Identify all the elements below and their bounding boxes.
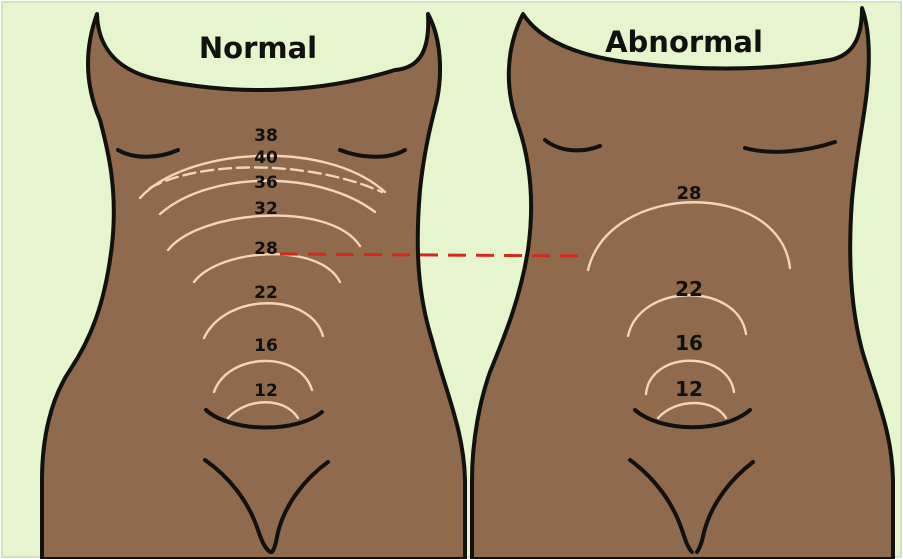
abnormal-label-16: 16 — [675, 331, 703, 355]
abnormal-title: Abnormal — [605, 25, 763, 59]
abnormal-label-12: 12 — [675, 377, 703, 401]
normal-label-22: 22 — [254, 283, 278, 303]
normal-label-12: 12 — [254, 381, 278, 401]
normal-label-28: 28 — [254, 239, 278, 259]
normal-label-16: 16 — [254, 336, 278, 356]
normal-label-38: 38 — [254, 126, 278, 146]
normal-title: Normal — [199, 31, 317, 65]
normal-label-36: 36 — [254, 173, 278, 193]
normal-label-32: 32 — [254, 199, 278, 219]
normal-label-40: 40 — [254, 148, 278, 168]
abnormal-label-22: 22 — [675, 277, 703, 301]
abnormal-label-28: 28 — [676, 183, 701, 204]
